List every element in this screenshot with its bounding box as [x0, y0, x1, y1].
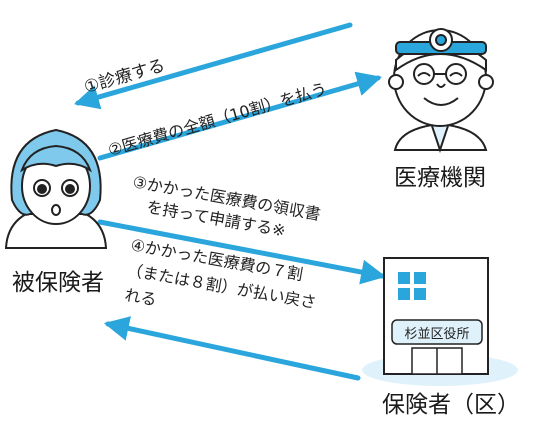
arrow-step4 — [103, 316, 361, 381]
arrow-step3 — [97, 219, 387, 285]
ward-office-illustration — [362, 257, 518, 386]
patient-illustration — [4, 128, 108, 249]
medical-institution-label: 医療機関 — [394, 165, 486, 191]
insured-person-label: 被保険者 — [12, 270, 104, 296]
arrow-step2 — [97, 71, 383, 161]
doctor-illustration — [388, 28, 494, 154]
step2-label: ②医療費の全額（10割）を払う — [106, 79, 329, 160]
building-sign: 杉並区役所 — [404, 327, 469, 342]
arrows — [73, 22, 387, 381]
insurer-label: 保険者（区） — [382, 392, 520, 418]
step4-label-line3: れる — [123, 285, 158, 309]
arrow-step1 — [73, 22, 353, 110]
